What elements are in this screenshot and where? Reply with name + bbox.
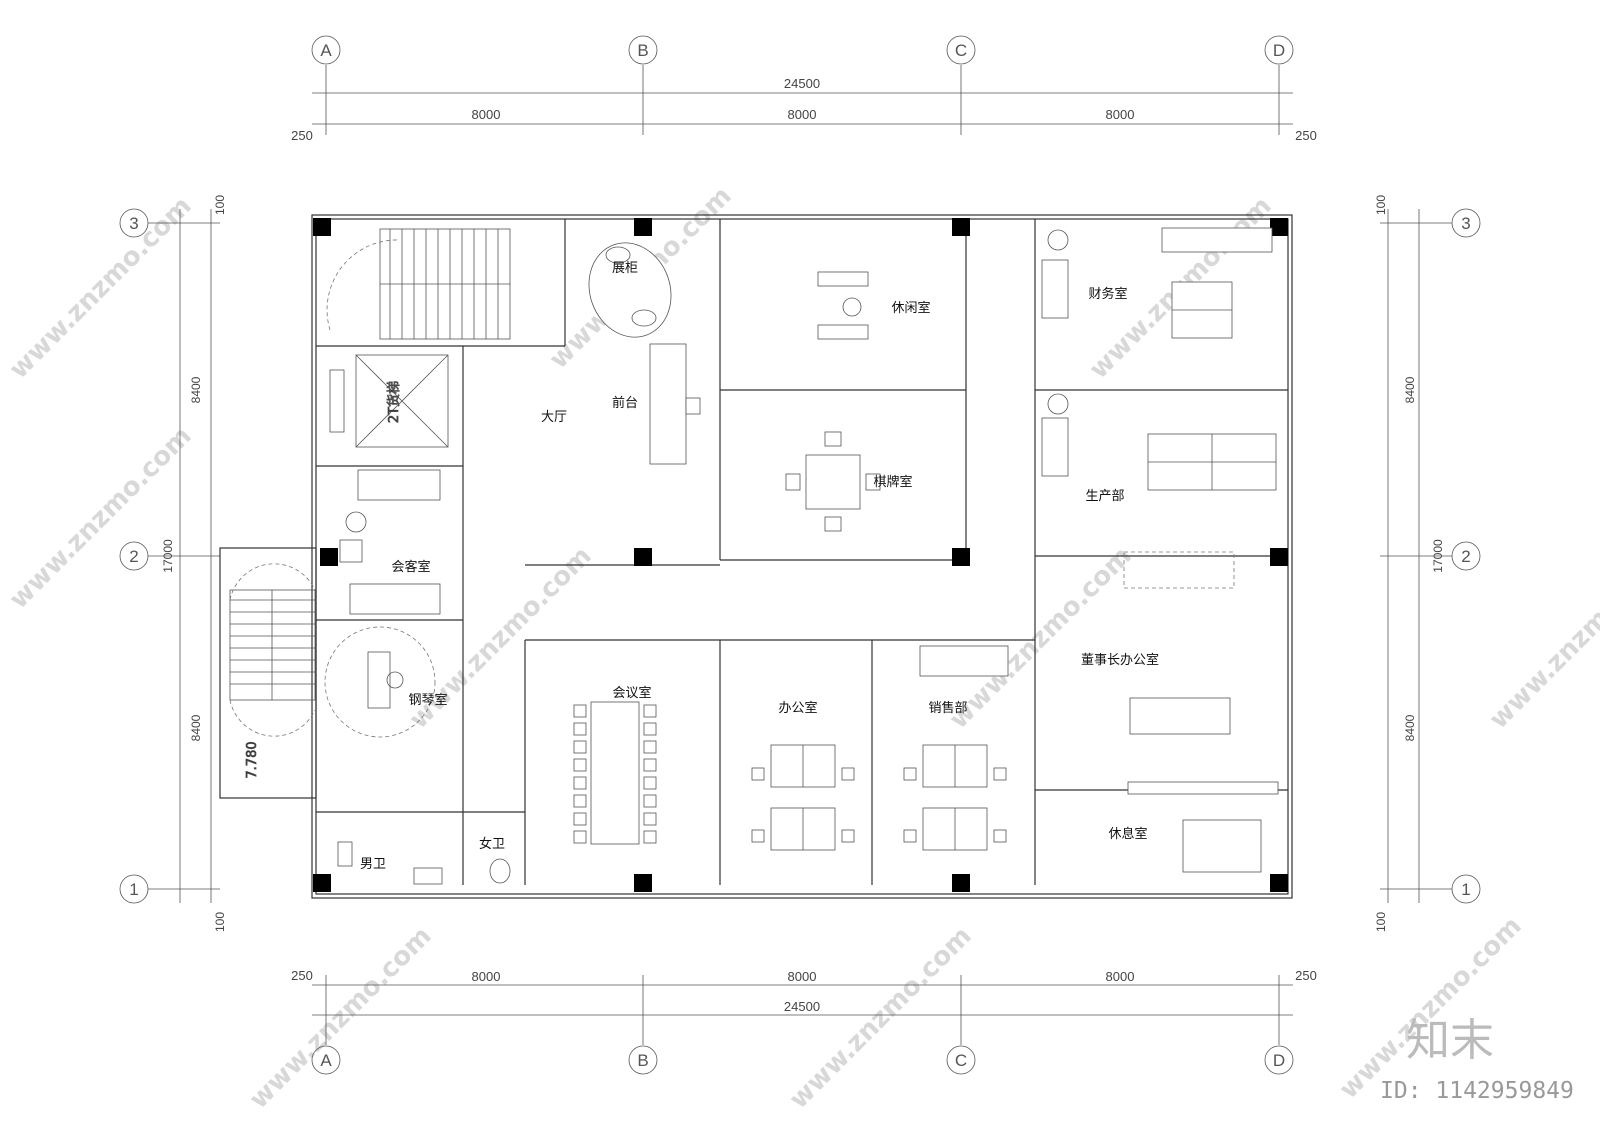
axis-label-1: 1	[1461, 880, 1470, 899]
watermark-text: www.znzmo.com	[4, 191, 198, 385]
brand-logo: 知末	[1406, 1015, 1494, 1066]
side-stair: 7.780	[229, 563, 316, 779]
axis-label-a: A	[320, 41, 332, 60]
dim-bay: 8000	[788, 107, 817, 122]
dim-total-width: 24500	[784, 76, 820, 91]
dim-bay: 8000	[1106, 107, 1135, 122]
room-label-finance: 财务室	[1088, 286, 1127, 302]
axis-label-d: D	[1273, 1051, 1285, 1070]
axis-label-d: D	[1273, 41, 1285, 60]
dim-edge: 100	[1374, 912, 1388, 932]
axis-label-b: B	[637, 1051, 648, 1070]
freight-elevator: 2T货梯	[329, 354, 449, 448]
watermark-text: www.znzmo.com	[4, 421, 198, 615]
dim-bay: 8000	[1106, 969, 1135, 984]
watermark-text: www.znzmo.com	[784, 921, 978, 1115]
room-label-chairman: 董事长办公室	[1081, 652, 1159, 668]
room-label-display-cabinet: 展柜	[612, 261, 638, 276]
walls	[219, 214, 1293, 899]
room-label-guest: 会客室	[391, 559, 430, 575]
dim-bay: 8000	[472, 969, 501, 984]
dimension-lines	[179, 92, 1420, 1016]
dim-half-height: 8400	[189, 714, 203, 741]
room-label-hall: 大厅	[541, 410, 567, 425]
dim-offset: 250	[291, 968, 313, 983]
dim-half-height: 8400	[189, 376, 203, 403]
axis-label-a: A	[320, 1051, 332, 1070]
room-label-piano: 钢琴室	[408, 692, 447, 708]
room-labels: 展柜 休闲室 财务室 前台 大厅 棋牌室 生产部 会客室 董事长办公室 会议室 …	[360, 261, 1159, 872]
room-label-sales: 销售部	[928, 700, 967, 716]
room-label-mens-wc: 男卫	[360, 857, 386, 872]
axis-label-2: 2	[1461, 547, 1470, 566]
watermark-text: www.znzmo.com	[1484, 541, 1600, 735]
axis-markers: A B C D A B C D 3 2 1 3 2 1	[119, 35, 1481, 1075]
axis-label-c: C	[955, 1051, 967, 1070]
axis-label-c: C	[955, 41, 967, 60]
room-label-production: 生产部	[1085, 489, 1124, 504]
brand-watermark: 知末 ID: 1142959849	[1380, 1015, 1574, 1104]
dim-half-height: 8400	[1403, 714, 1417, 741]
room-label-reception: 前台	[612, 395, 638, 411]
watermark-text: www.znzmo.com	[244, 921, 438, 1115]
room-label-conference: 会议室	[612, 685, 651, 701]
dim-edge: 100	[213, 912, 227, 932]
room-label-office: 办公室	[778, 700, 817, 716]
axis-label-1: 1	[129, 880, 138, 899]
axis-label-3: 3	[129, 214, 138, 233]
dim-edge: 100	[213, 195, 227, 215]
structural-columns	[313, 218, 1288, 892]
dim-bay: 8000	[472, 107, 501, 122]
room-label-lounge: 休闲室	[891, 300, 930, 316]
dim-total-width: 24500	[784, 999, 820, 1014]
dim-offset: 250	[291, 128, 313, 143]
elevator-label: 2T货梯	[386, 381, 402, 423]
room-label-womens-wc: 女卫	[479, 836, 505, 852]
watermark-text: www.znzmo.com	[944, 541, 1138, 735]
dimension-text: 24500 8000 8000 8000 250 250 8000 8000 8…	[161, 76, 1445, 1014]
watermark-text: www.znzmo.com	[1334, 911, 1528, 1105]
axis-label-b: B	[637, 41, 648, 60]
dim-offset: 250	[1295, 968, 1317, 983]
dim-edge: 100	[1374, 195, 1388, 215]
dim-half-height: 8400	[1403, 376, 1417, 403]
dim-offset: 250	[1295, 128, 1317, 143]
axis-label-2: 2	[129, 547, 138, 566]
room-label-rest: 休息室	[1108, 826, 1147, 842]
furniture	[324, 227, 1279, 885]
dim-bay: 8000	[788, 969, 817, 984]
axis-label-3: 3	[1461, 214, 1470, 233]
main-stair	[326, 228, 511, 340]
room-label-chess: 棋牌室	[873, 474, 912, 490]
dim-total-height: 17000	[161, 539, 175, 573]
brand-id: ID: 1142959849	[1380, 1078, 1574, 1104]
stair-elevation: 7.780	[245, 741, 260, 778]
dim-total-height: 17000	[1431, 539, 1445, 573]
